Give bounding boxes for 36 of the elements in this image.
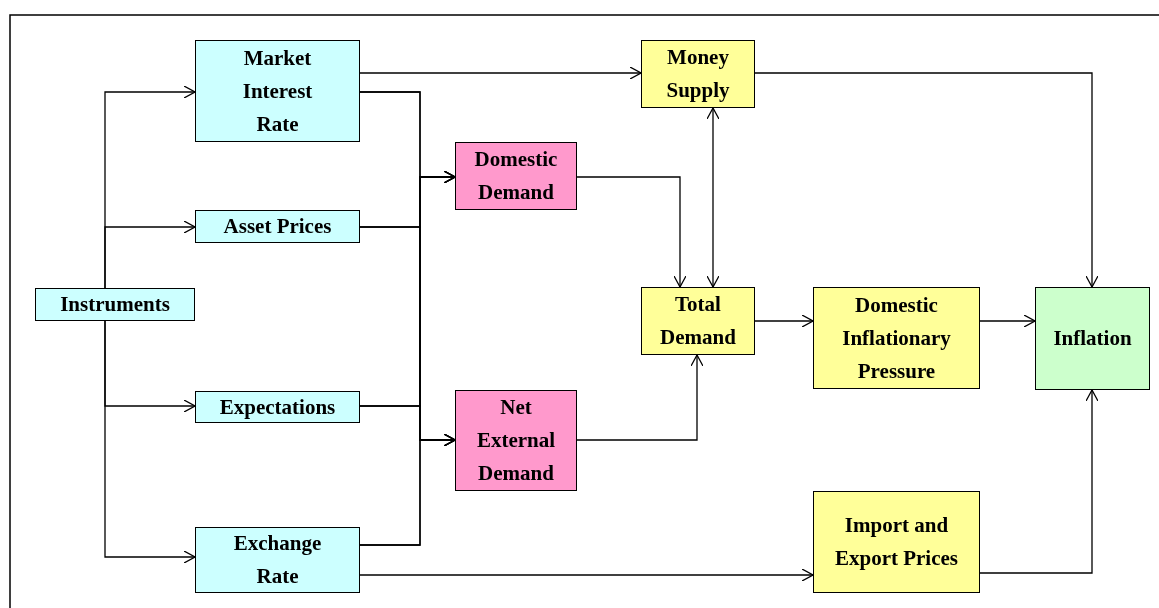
process-box (813, 287, 980, 389)
arrow (576, 354, 704, 441)
box-label: Domestic Inflationary Pressure (841, 291, 952, 385)
box-label: Exchange Rate (232, 530, 323, 590)
arrow (979, 389, 1099, 574)
process-box (1035, 287, 1150, 390)
box-label: Market Interest Rate (241, 44, 314, 138)
arrow (104, 220, 196, 289)
box-label: Instruments (60, 291, 170, 318)
process-box (195, 391, 360, 423)
arrow (359, 433, 456, 546)
box-label: Money Supply (665, 44, 731, 104)
arrow (979, 314, 1036, 328)
process-box (195, 527, 360, 593)
arrow (576, 176, 687, 288)
arrow (754, 314, 814, 328)
box-label: Expectations (219, 393, 336, 421)
box-label: Inflation (1053, 325, 1132, 352)
process-box (641, 40, 755, 108)
process-box (813, 491, 980, 593)
process-box (455, 390, 577, 491)
arrow (359, 66, 642, 80)
process-box (195, 210, 360, 243)
process-box (455, 142, 577, 210)
arrow (706, 107, 720, 288)
process-box (641, 287, 755, 355)
process-box (195, 40, 360, 142)
arrow (104, 320, 196, 564)
box-label: Total Demand (659, 291, 737, 351)
box-label: Asset Prices (223, 213, 332, 240)
arrow (359, 568, 814, 582)
process-box (35, 288, 195, 321)
arrow (754, 72, 1099, 288)
box-label: Domestic Demand (473, 146, 559, 206)
box-label: Net External Demand (475, 394, 557, 487)
box-label: Import and Export Prices (833, 512, 959, 572)
